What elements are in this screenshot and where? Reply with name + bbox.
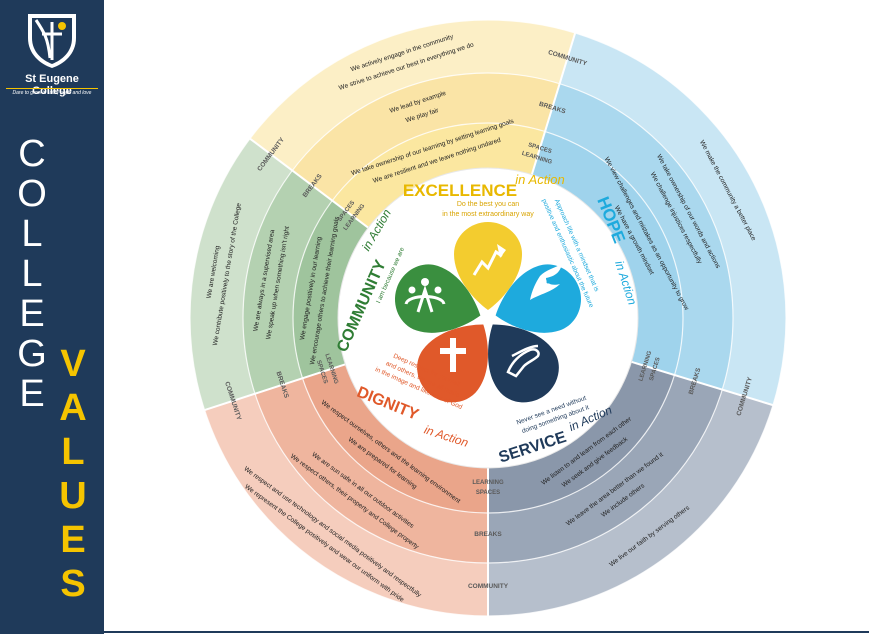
green-ring-breaks	[243, 170, 333, 394]
sector-divider	[249, 137, 369, 229]
blue-ring-community	[559, 33, 786, 406]
letter: E	[19, 293, 45, 335]
letter: L	[61, 431, 85, 473]
blue-ring-breaks	[545, 83, 733, 390]
letter: L	[21, 213, 43, 255]
sector-divider	[631, 360, 774, 407]
letter: E	[19, 373, 45, 415]
rising-arrow-icon	[472, 244, 506, 276]
green-ring-community	[190, 138, 293, 411]
ring-label: COMMUNITY	[468, 583, 509, 590]
sidebar: St Eugene College Dare to grow in faith,…	[0, 0, 104, 634]
letter: V	[60, 343, 86, 385]
yellow-ring-community	[250, 20, 576, 171]
word-college: C O L L E G E	[14, 135, 50, 415]
orange-ring-community	[204, 393, 489, 616]
ring-label: SPACES	[476, 490, 500, 496]
letter: L	[21, 253, 43, 295]
navy-ring-breaks	[488, 375, 723, 563]
word-values: V A L U E S	[56, 345, 90, 609]
orange-ring-breaks	[254, 378, 488, 563]
group-of-people-icon	[404, 278, 446, 313]
center-disc	[338, 168, 638, 468]
petal-hope	[495, 264, 581, 333]
sector-divider	[204, 363, 346, 412]
college-tagline: Dare to grow in faith, hope and love	[6, 88, 98, 96]
excellence-line2: in the most extraordinary way	[442, 211, 534, 218]
letter: S	[60, 563, 86, 605]
excellence-script: in Action	[515, 172, 564, 187]
sector-divider	[530, 32, 577, 175]
cross-icon	[440, 338, 466, 372]
letter: E	[60, 519, 86, 561]
clasped-hands-icon	[506, 344, 540, 378]
excellence-title: EXCELLENCE	[403, 181, 517, 200]
letter: O	[17, 173, 47, 215]
letter: G	[17, 333, 47, 375]
sector-dividers	[204, 32, 774, 616]
center-border	[337, 167, 639, 469]
bottom-rule	[104, 631, 869, 633]
letter: U	[59, 475, 87, 517]
navy-ring-learning	[488, 361, 675, 513]
yellow-ring-breaks	[292, 72, 560, 201]
ring-label: BREAKS	[474, 531, 502, 538]
blue-ring-learning	[531, 131, 683, 376]
petal-service	[488, 324, 559, 403]
letter: C	[18, 133, 46, 175]
excellence-line1: Do the best you can	[457, 201, 519, 208]
dove-icon	[530, 264, 562, 300]
green-ring-learning	[293, 200, 369, 379]
ring-label: LEARNING	[472, 480, 504, 486]
yellow-ring-learning	[332, 122, 546, 228]
letter: A	[59, 387, 87, 429]
navy-ring-community	[488, 389, 773, 616]
orange-ring-learning	[302, 364, 488, 513]
ring-sectors	[189, 19, 787, 617]
shield-logo-icon	[28, 14, 76, 68]
